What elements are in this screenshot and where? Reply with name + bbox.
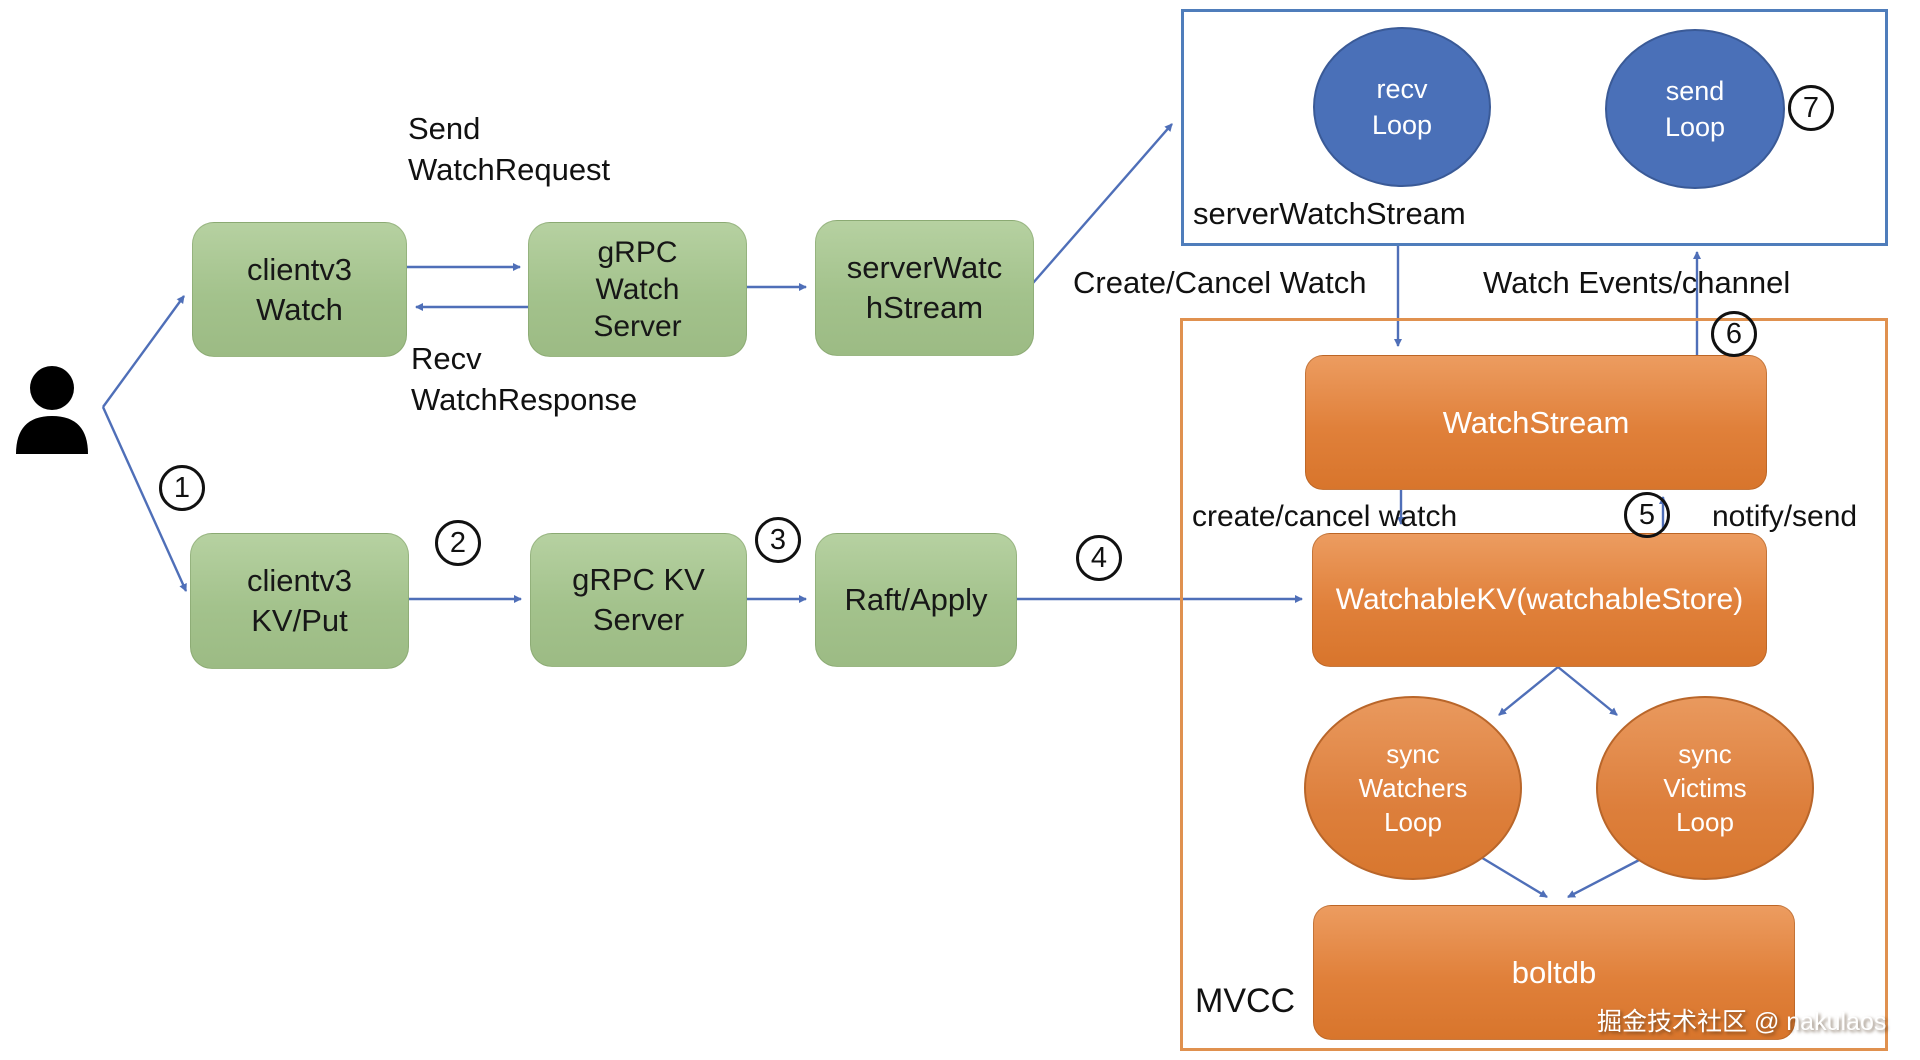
label-recv-watchresponse: Recv WatchResponse — [411, 341, 638, 417]
node-boltdb: boltdb — [1313, 905, 1795, 1040]
node-recv-loop: recv Loop — [1313, 27, 1491, 187]
node-raft-apply: Raft/Apply — [815, 533, 1017, 667]
node-clientv3-kv-put: clientv3 KV/Put — [190, 533, 409, 669]
node-sync-watchers-loop: sync Watchers Loop — [1304, 696, 1522, 880]
node-clientv3-watch: clientv3 Watch — [192, 222, 407, 357]
label-create-cancel-watch: Create/Cancel Watch — [1073, 265, 1367, 300]
node-send-loop: send Loop — [1605, 29, 1785, 189]
label-send-watchrequest: Send WatchRequest — [408, 111, 611, 187]
node-sync-victims-loop: sync Victims Loop — [1596, 696, 1814, 880]
step-number-2: 2 — [435, 520, 481, 566]
step-number-5: 5 — [1624, 492, 1670, 538]
watermark: 掘金技术社区 @ nakulaos — [1597, 1008, 1887, 1036]
step-number-3: 3 — [755, 517, 801, 563]
node-watch-stream: WatchStream — [1305, 355, 1767, 490]
mvcc-container — [1180, 318, 1888, 1051]
user-icon — [16, 366, 88, 454]
label-server-watch-stream-group: serverWatchStream — [1193, 196, 1466, 231]
arrow-serverwatchstream-to-bluebox — [1032, 123, 1173, 284]
node-watchable-kv: WatchableKV(watchableStore) — [1312, 533, 1767, 667]
node-grpc-kv-server: gRPC KV Server — [530, 533, 747, 667]
node-grpc-watch-server: gRPC Watch Server — [528, 222, 747, 357]
step-number-6: 6 — [1711, 311, 1757, 357]
server-watch-stream-container — [1181, 9, 1888, 246]
step-number-1: 1 — [159, 465, 205, 511]
node-server-watch-stream: serverWatc hStream — [815, 220, 1034, 356]
label-notify-send: notify/send — [1712, 500, 1858, 533]
step-number-7: 7 — [1788, 85, 1834, 131]
label-watch-events-channel: Watch Events/channel — [1483, 265, 1791, 300]
label-mvcc-group: MVCC — [1195, 982, 1296, 1020]
step-number-4: 4 — [1076, 535, 1122, 581]
label-create-cancel-watch-inner: create/cancel watch — [1192, 500, 1458, 533]
arrow-user-to-clientv3-watch — [102, 295, 185, 408]
